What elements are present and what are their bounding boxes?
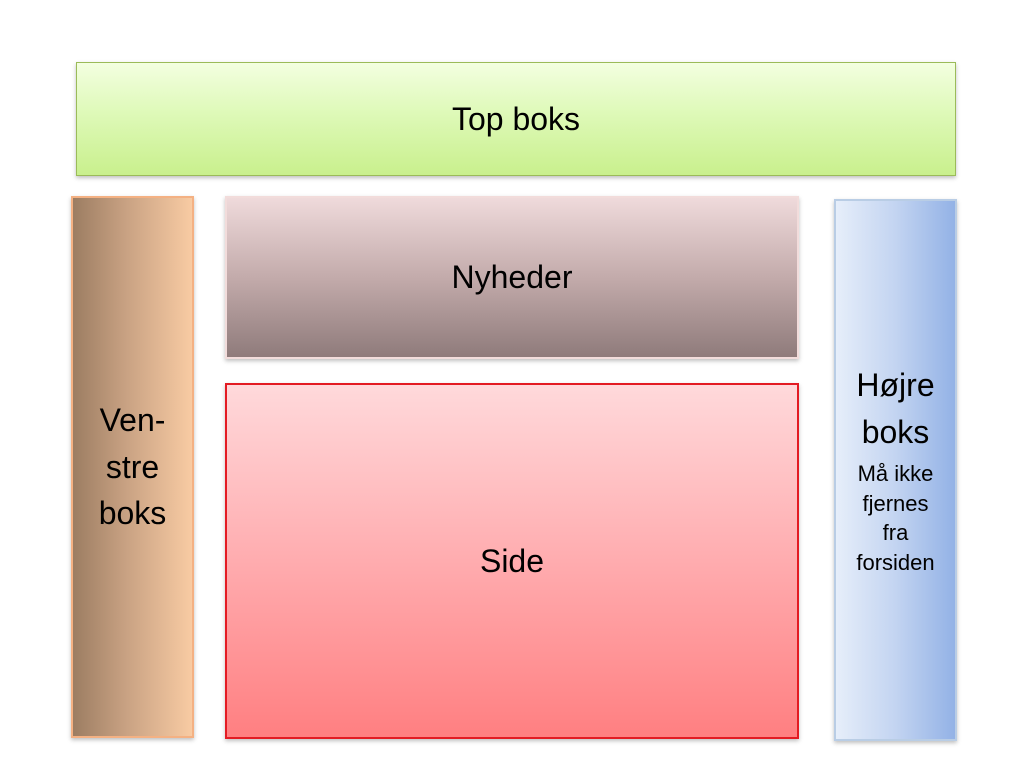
news-box-label: Nyheder — [451, 259, 573, 296]
right-box: Højre boks Må ikke fjernes fra forsiden — [834, 199, 957, 741]
page-box-label: Side — [479, 542, 545, 579]
left-box: Ven- stre boks — [71, 196, 194, 738]
right-box-note: Må ikke fjernes fra forsiden — [856, 461, 935, 576]
top-box-label: Top boks — [451, 100, 581, 137]
page-box: Side — [225, 383, 799, 739]
top-box: Top boks — [76, 62, 956, 176]
left-box-label: Ven- stre boks — [98, 402, 167, 532]
right-box-label: Højre boks — [856, 367, 935, 450]
news-box: Nyheder — [225, 196, 799, 359]
